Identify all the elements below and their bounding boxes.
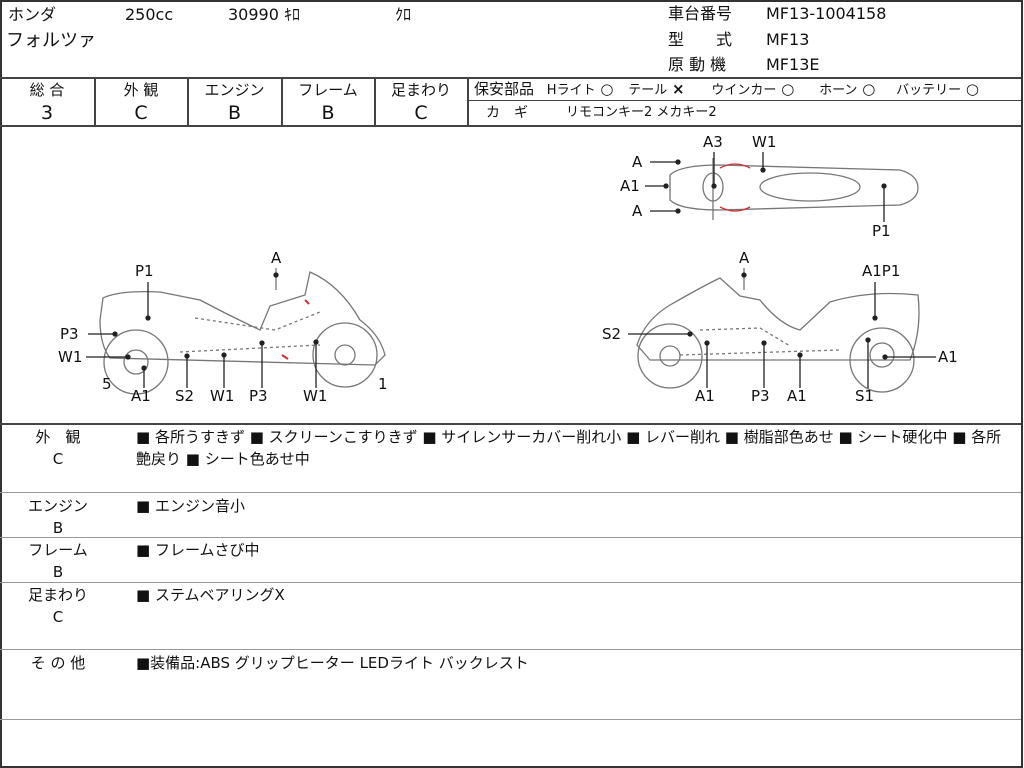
section-engine-text: ■ エンジン音小 [136,497,245,515]
grade-suspension-value: C [414,102,428,124]
safety-headlight-mark: ○ [600,80,614,98]
grade-frame-value: B [321,102,335,124]
label-left-p1: P1 [135,262,154,280]
engine-model-label: 原 動 機 [668,55,727,74]
key-label: カ ギ [486,105,528,121]
label-left-a: A [271,249,282,267]
grade-engine-value: B [227,102,242,124]
mileage: 30990 ｷﾛ [228,5,300,24]
type-value: MF13 [766,30,810,49]
label-left-s2: S2 [175,387,195,405]
frame-no-label: 車台番号 [668,4,733,23]
key-value: リモコンキー2 メカキー2 [566,105,717,120]
label-right-a1p1: A1P1 [862,262,901,280]
grade-overall-value: 3 [40,102,54,124]
grade-suspension-label: 足まわり [390,81,451,99]
label-left-p3: P3 [60,325,79,343]
safety-tail: テール [628,83,668,98]
label-left-w1-3: W1 [303,387,328,405]
label-left-a1: A1 [131,387,151,405]
label-right-a: A [739,249,750,267]
type-label: 型 式 [668,30,733,49]
engine-model: MF13E [766,55,820,74]
label-top-a1: A1 [620,177,640,195]
frame-no: MF13-1004158 [766,4,887,23]
displacement: 250cc [125,5,174,24]
label-left-1: 1 [378,375,388,393]
label-right-a1: A1 [938,348,958,366]
label-right-p3: P3 [751,387,770,405]
safety-headlight: Hライト [546,83,596,98]
safety-battery-mark: ○ [965,80,979,98]
label-right-a1-2: A1 [695,387,715,405]
color: ｸﾛ [395,5,412,24]
safety-winker-mark: ○ [781,80,795,98]
safety-tail-mark: × [672,80,685,98]
section-frame-text: ■ フレームさび中 [136,541,260,559]
grade-engine-label: エンジン [204,81,265,99]
safety-battery: バッテリー [896,83,962,98]
label-top-a-2: A [632,202,643,220]
section-suspension-text: ■ ステムベアリングX [136,586,285,604]
label-left-w1-2: W1 [210,387,235,405]
label-right-s2: S2 [602,325,622,343]
section-other-title: そ の 他 [30,654,86,672]
label-top-p1: P1 [872,222,891,240]
label-left-5: 5 [102,375,112,393]
maker: ホンダ [8,5,57,24]
label-right-a1-3: A1 [787,387,807,405]
label-left-p3-2: P3 [249,387,268,405]
section-exterior-text: ■ 各所うすきず ■ スクリーンこすりきず ■ サイレンサーカバー削れ小 ■ レ… [136,428,1002,468]
safety-horn: ホーン [819,83,858,98]
safety-winker: ウインカー [711,83,777,98]
label-top-w1: W1 [752,133,777,151]
safety-parts-row: 保安部品 Hライト ○ テール × ウインカー ○ ホーン ○ バッテリー ○ [474,80,979,98]
model-name: フォルツァ [6,30,96,51]
scooter-top-view [669,158,919,220]
section-other-text: ■装備品:ABS グリップヒーター LEDライト バックレスト [136,654,529,672]
scooter-left-view [99,268,386,395]
scooter-right-view [636,268,920,393]
grade-exterior-label: 外 観 [123,81,159,99]
safety-title: 保安部品 [474,80,535,98]
label-left-w1: W1 [58,348,83,366]
label-top-a3: A3 [703,133,723,151]
grade-overall-label: 総 合 [29,81,65,99]
label-top-a: A [632,153,643,171]
safety-horn-mark: ○ [862,80,876,98]
grade-exterior-value: C [134,102,148,124]
damage-diagram [86,152,936,395]
grade-frame-label: フレーム [298,81,358,99]
label-right-s1: S1 [855,387,875,405]
